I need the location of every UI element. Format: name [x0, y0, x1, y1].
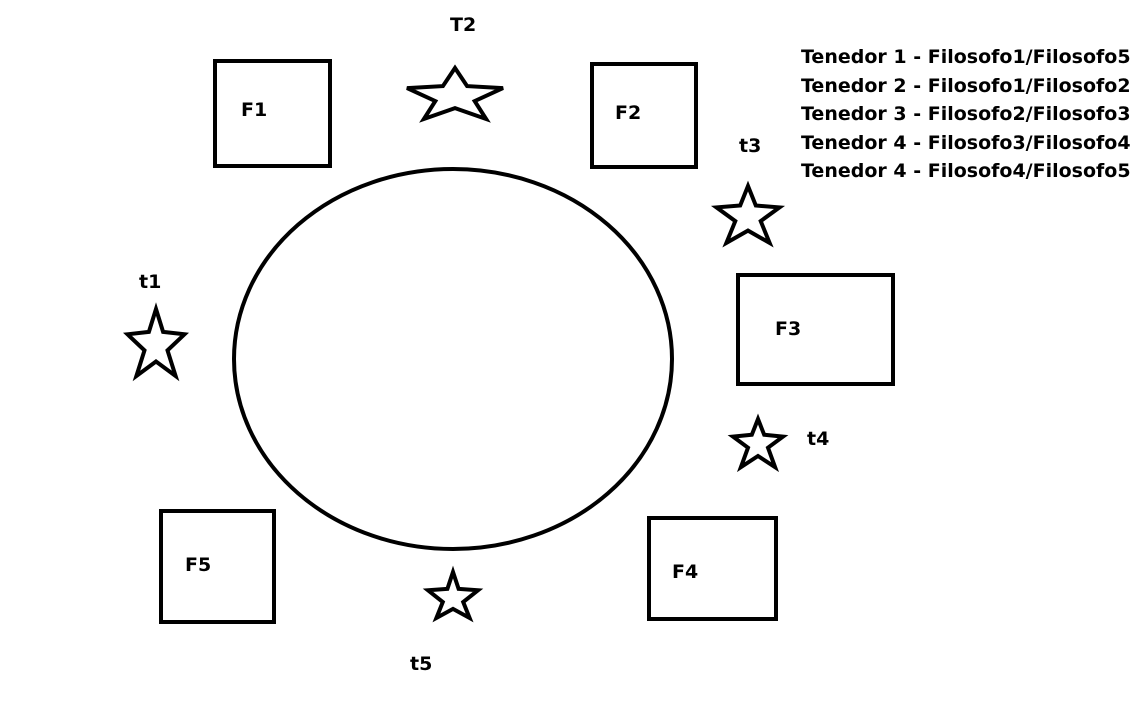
philosopher-f1-label: F1: [241, 99, 267, 121]
fork-t1-label: t1: [139, 271, 161, 293]
legend-line: Tenedor 3 - Filosofo2/Filosofo3: [801, 103, 1131, 125]
fork-t3-star-icon: [710, 180, 786, 248]
philosopher-f4-box: [647, 516, 778, 621]
philosopher-f5-box: [159, 509, 276, 624]
philosopher-f5-label: F5: [185, 554, 211, 576]
fork-t3-label: t3: [739, 135, 761, 157]
fork-t5: t5: [410, 565, 484, 675]
fork-t2: T2: [406, 14, 504, 123]
philosopher-f4: F4: [647, 516, 778, 621]
fork-t1: t1: [122, 271, 190, 382]
philosopher-f5: F5: [159, 509, 276, 624]
philosopher-f3: F3: [736, 273, 895, 386]
fork-t2-label: T2: [450, 14, 476, 36]
philosopher-f2: F2: [590, 62, 698, 169]
philosopher-f3-box: [736, 273, 895, 386]
round-table: [232, 167, 674, 551]
legend-line: Tenedor 4 - Filosofo4/Filosofo5: [801, 160, 1131, 182]
fork-t3: t3: [710, 135, 786, 248]
fork-t4-star-icon: [727, 413, 789, 473]
legend-line: Tenedor 2 - Filosofo1/Filosofo2: [801, 74, 1131, 97]
fork-t1-star-icon: [122, 302, 190, 382]
fork-t2-star-icon: [406, 64, 504, 123]
fork-t4: t4: [727, 413, 829, 473]
legend-line: Tenedor 1 - Filosofo1/Filosofo5: [801, 46, 1131, 68]
legend-line: Tenedor 4 - Filosofo3/Filosofo4: [801, 131, 1131, 154]
philosopher-f4-label: F4: [672, 561, 698, 583]
fork-t5-star-icon: [422, 565, 484, 623]
fork-t5-label: t5: [410, 653, 432, 675]
philosopher-f3-label: F3: [775, 318, 801, 340]
philosopher-f1-box: [213, 59, 332, 168]
philosopher-f1: F1: [213, 59, 332, 168]
fork-t4-label: t4: [807, 428, 829, 450]
philosopher-f2-label: F2: [615, 102, 641, 124]
fork-assignment-legend: Tenedor 1 - Filosofo1/Filosofo5 Tenedor …: [801, 43, 1131, 186]
philosopher-f2-box: [590, 62, 698, 169]
